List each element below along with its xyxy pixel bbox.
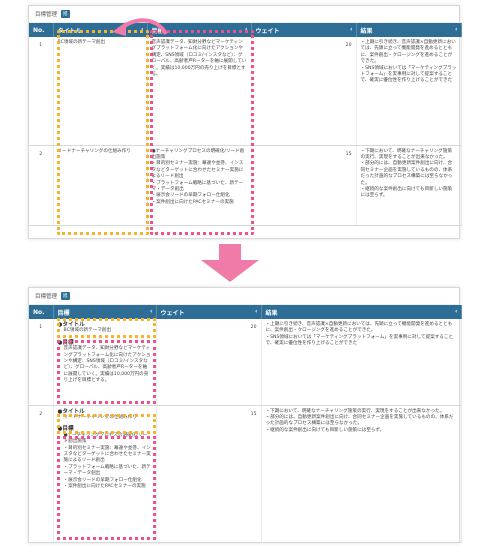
row-weight: 15 bbox=[156, 405, 262, 543]
row-goal-combined: ●タイトル BC領域の新テーマ創出 ●目標 音声認識データ、知財分野などマーケテ… bbox=[53, 319, 157, 406]
row-weight: 15 bbox=[251, 145, 357, 226]
table-row[interactable]: 2 ●タイトル リードナーチャリングの仕組み作り ●目標 ●ナーチャリングプロセ… bbox=[29, 405, 462, 543]
row-goal: ●ナーチャリングプロセスの明確化/リード創出施策 ・目的別セミナー実施：幕違や並… bbox=[63, 432, 151, 489]
title-label: ●タイトル bbox=[57, 322, 85, 328]
row-number: 1 bbox=[29, 319, 54, 406]
row-number: 2 bbox=[29, 405, 54, 543]
panel-title-row: 目標管理 旭 bbox=[29, 288, 459, 305]
row-title: BC領域の新テーマ創出 bbox=[63, 328, 112, 334]
down-arrow-icon bbox=[201, 244, 259, 282]
chevron-left-icon[interactable]: ‹ bbox=[141, 26, 144, 33]
goal-label: ●目標 bbox=[57, 426, 74, 433]
panel-title: 目標管理 bbox=[35, 294, 58, 300]
chevron-left-icon[interactable]: ‹ bbox=[245, 26, 248, 33]
row-number: 2 bbox=[29, 145, 54, 226]
goal-highlight-row1 bbox=[57, 340, 156, 404]
goal-panel-after: 目標管理 旭 No. 目標‹ ウェイト‹ 結果‹ 1 ●タイトル BC領域の新テ… bbox=[28, 287, 462, 543]
row-goal: 音声認識データ、知財分野などマーケティングプラットフォーム化に向けたアクションや… bbox=[147, 37, 252, 146]
row-weight: 20 bbox=[156, 319, 262, 406]
panel-title: 目標管理 bbox=[35, 12, 58, 18]
table-row[interactable]: 2 リードナーチャリングの仕組み作り ●ナーチャリングプロセスの明確化/リード創… bbox=[29, 145, 462, 226]
col-header-weight[interactable]: ウェイト‹ bbox=[156, 305, 262, 319]
chevron-left-icon[interactable]: ‹ bbox=[350, 26, 353, 33]
goal-table-after: No. 目標‹ ウェイト‹ 結果‹ 1 ●タイトル BC領域の新テーマ創出 ●目… bbox=[29, 305, 462, 543]
goal-column-highlight bbox=[150, 30, 254, 235]
panel-title-row: 目標管理 旭 bbox=[29, 6, 459, 23]
row-weight: 20 bbox=[251, 37, 357, 146]
panel-badge: 旭 bbox=[61, 10, 70, 18]
col-header-goal[interactable]: 目標‹ bbox=[53, 305, 157, 319]
chevron-left-icon[interactable]: ‹ bbox=[455, 26, 458, 33]
curved-arrow-icon bbox=[112, 18, 168, 36]
row-result: ・上期に引き続き、音声認識×自動更新においては、先頭に立って機能開発を進めるとと… bbox=[261, 319, 462, 406]
row-result: ・下期において、明確なナーチャリング施策の実行、実現をすることが出来なかった。 … bbox=[261, 405, 462, 543]
title-column-highlight bbox=[57, 30, 149, 235]
table-row[interactable]: 1 BC領域の新テーマ創出 音声認識データ、知財分野などマーケティングプラットフ… bbox=[29, 37, 462, 146]
chevron-left-icon[interactable]: ‹ bbox=[455, 308, 458, 315]
goal-highlight-row2 bbox=[57, 436, 156, 540]
row-title: リードナーチャリングの仕組み作り bbox=[53, 145, 148, 226]
title-highlight-row2 bbox=[57, 414, 156, 434]
chevron-left-icon[interactable]: ‹ bbox=[150, 308, 153, 315]
row-result: ・下期において、明確なナーチャリング施策の実行、実現をすることが出来なかった。 … bbox=[356, 145, 462, 226]
col-header-no[interactable]: No. bbox=[29, 305, 54, 319]
col-header-result[interactable]: 結果‹ bbox=[356, 23, 462, 37]
title-label: ●タイトル bbox=[57, 408, 85, 415]
col-header-weight[interactable]: ウェイト‹ bbox=[251, 23, 357, 37]
title-highlight-row1 bbox=[57, 318, 156, 338]
row-goal: 音声認識データ、知財分野などマーケティングプラットフォーム化に向けたアクションや… bbox=[63, 346, 151, 384]
row-result: ・上期に引き続き、音声認識×自動更新においては、先頭に立って機能開発を進めるとと… bbox=[356, 37, 462, 146]
col-header-result[interactable]: 結果‹ bbox=[261, 305, 462, 319]
row-number: 1 bbox=[29, 37, 54, 146]
row-goal-combined: ●タイトル リードナーチャリングの仕組み作り ●目標 ●ナーチャリングプロセスの… bbox=[53, 405, 157, 543]
row-title: BC領域の新テーマ創出 bbox=[53, 37, 148, 146]
panel-badge: 旭 bbox=[61, 292, 70, 300]
row-goal: ●ナーチャリングプロセスの明確化/リード創出施策 ・目的別セミナー実施：幕違や並… bbox=[147, 145, 252, 226]
chevron-left-icon[interactable]: ‹ bbox=[255, 308, 258, 315]
col-header-no[interactable]: No. bbox=[29, 23, 54, 37]
row-title: リードナーチャリングの仕組み作り bbox=[63, 414, 137, 420]
table-row[interactable]: 1 ●タイトル BC領域の新テーマ創出 ●目標 音声認識データ、知財分野などマー… bbox=[29, 319, 462, 406]
